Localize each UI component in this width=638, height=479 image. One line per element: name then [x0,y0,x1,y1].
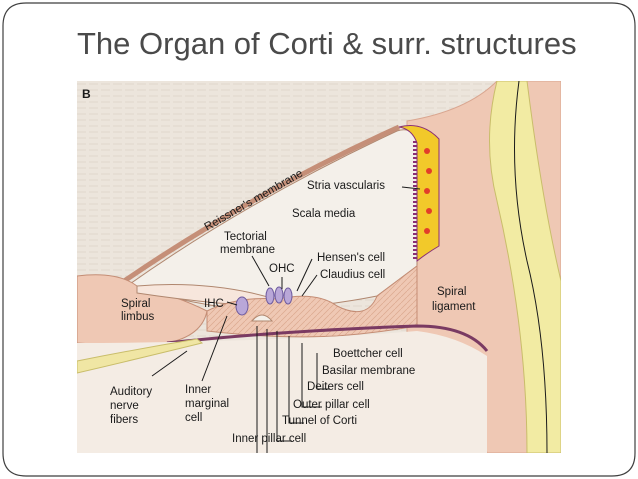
label-inner-pillar-cell: Inner pillar cell [232,433,306,445]
stria-capillaries [424,148,432,234]
leader-lines [151,186,421,453]
panel-letter: B [82,87,91,101]
label-deiters-cell: Deiters cell [307,381,364,393]
inner-hair-cell [235,296,249,316]
label-stria-vascularis: Stria vascularis [307,180,385,192]
scala-tympani-region [77,331,487,453]
label-inner-marginal-1: Inner [185,384,211,396]
label-ihc: IHC [204,298,224,310]
label-spiral-limbus-2: limbus [121,311,154,323]
label-basilar-membrane: Basilar membrane [322,365,415,377]
label-ohc: OHC [269,263,295,275]
label-inner-marginal-2: marginal [185,398,229,410]
label-spiral-ligament-2: ligament [432,301,476,313]
slide-title: The Organ of Corti & surr. structures [77,26,577,61]
label-auditory-nerve-1: Auditory [110,386,152,398]
label-hensens-cell: Hensen's cell [317,252,385,264]
label-boettcher-cell: Boettcher cell [333,348,403,360]
label-outer-pillar-cell: Outer pillar cell [293,399,370,411]
auditory-nerve-fibers [77,338,204,374]
bone-edge-line [514,81,548,453]
label-tectorial-2: membrane [220,244,275,256]
label-claudius-cell: Claudius cell [320,269,385,281]
label-spiral-limbus-1: Spiral [121,298,150,310]
basilar-membrane [166,324,489,352]
reissners-membrane [115,124,401,289]
tunnel-of-corti [250,314,274,322]
label-tectorial-1: Tectorial [224,231,267,243]
organ-of-corti-diagram: B Reissner's membrane Stria vascularis S… [77,81,561,453]
label-inner-marginal-3: cell [185,412,202,424]
label-scala-media: Scala media [292,208,356,220]
label-tunnel-of-corti: Tunnel of Corti [282,415,357,427]
stria-vascularis [398,125,440,263]
label-spiral-ligament-1: Spiral [437,286,466,298]
label-auditory-nerve-3: fibers [110,414,138,426]
label-auditory-nerve-2: nerve [110,400,139,412]
outer-hair-cells [265,286,293,305]
